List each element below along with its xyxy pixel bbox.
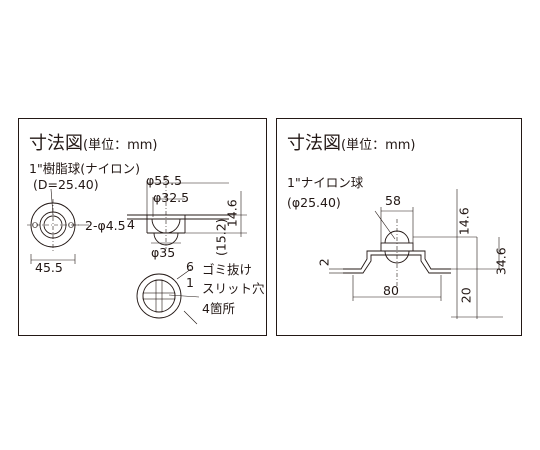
right-dim-20: 20 [458, 287, 474, 304]
right-dim-80: 80 [383, 283, 399, 298]
right-panel-title: 寸法図(単位：mm) [287, 129, 415, 155]
left-note-num2: 1 [186, 275, 194, 290]
right-dim-34-6: 34.6 [493, 247, 509, 276]
left-dim-outer: φ55.5 [146, 173, 183, 188]
left-note-line1: ゴミ抜け [202, 262, 253, 277]
left-dim-15-2: (15.2) [213, 218, 229, 257]
right-ball-label-2: (φ25.40) [287, 195, 341, 210]
left-panel-title: 寸法図(単位：mm) [29, 129, 157, 155]
right-dim-2: 2 [316, 258, 332, 267]
left-dim-hole: 2-φ4.5 [85, 218, 126, 233]
right-title-main: 寸法図 [287, 133, 341, 154]
bottom-outer-circle [136, 273, 182, 319]
bottom-inner-circle [142, 279, 176, 313]
ball-circle [43, 215, 63, 235]
left-dim-4: 4 [127, 217, 135, 232]
slit-vertical [155, 279, 163, 313]
left-title-unit: (単位：mm) [83, 138, 158, 153]
left-ball-label-1: 1"樹脂球(ナイロン) [29, 161, 140, 176]
left-dim-35: φ35 [151, 245, 176, 260]
bracket-outline-bottom [343, 254, 451, 274]
right-dim-58: 58 [385, 193, 401, 208]
right-drawing [329, 189, 503, 319]
left-drawing [27, 175, 247, 325]
left-dim-inner: φ32.5 [153, 190, 190, 205]
right-dimension-panel: 寸法図(単位：mm) 1"ナイロン球 (φ25.40) 58 2 80 1 [276, 118, 522, 336]
right-ball-label-1: 1"ナイロン球 [287, 175, 364, 190]
ball-bottom [384, 250, 410, 264]
left-title-main: 寸法図 [29, 133, 83, 154]
left-note-line2: スリット穴 [202, 281, 265, 296]
left-note-line3: 4箇所 [202, 301, 235, 316]
left-note-num: 6 [186, 259, 194, 274]
right-dim-14-6: 14.6 [456, 207, 472, 236]
slit-horizontal [142, 292, 176, 300]
right-title-unit: (単位：mm) [341, 138, 416, 153]
left-dimension-panel: 寸法図(単位：mm) [18, 118, 267, 336]
left-ball-label-2: (D=25.40) [33, 177, 99, 192]
left-dim-45-5: 45.5 [35, 260, 63, 275]
left-dim-14-6: 14.6 [224, 199, 240, 228]
